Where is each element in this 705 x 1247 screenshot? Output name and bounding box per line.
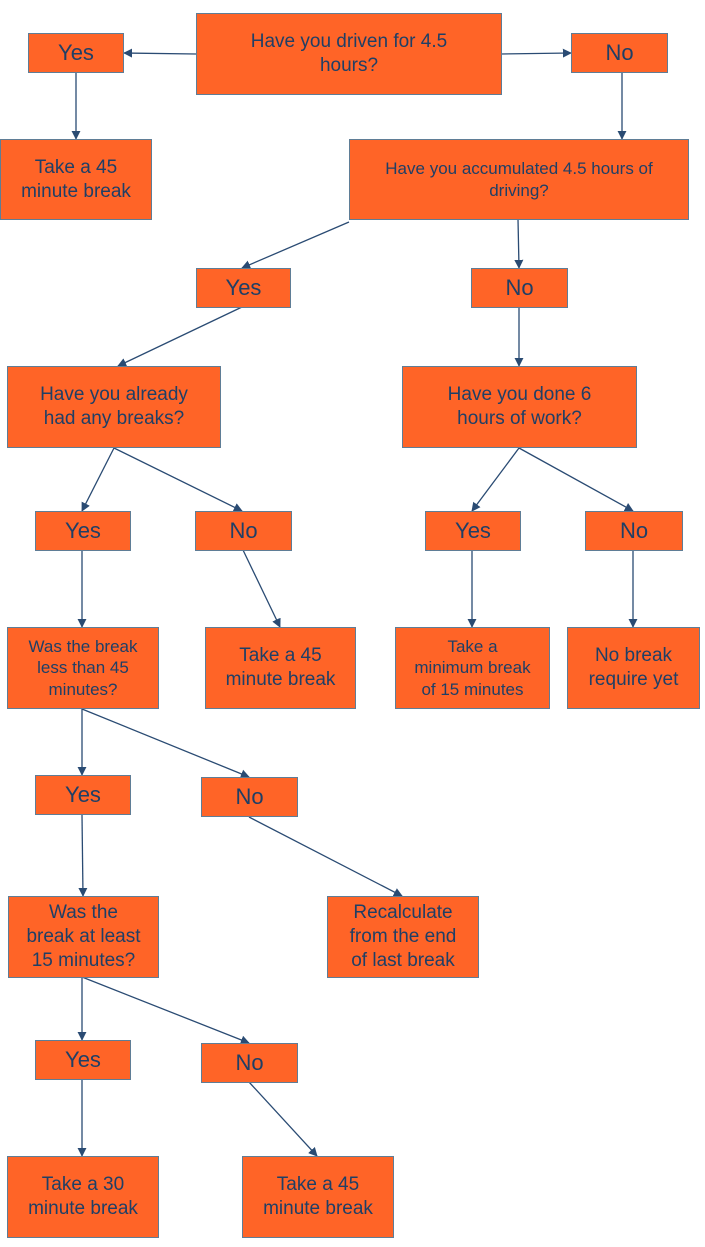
answer-no-already-breaks: No bbox=[195, 511, 292, 551]
answer-yes-accumulated: Yes bbox=[196, 268, 291, 308]
result-no-break-required: No break require yet bbox=[567, 627, 700, 709]
arrow-6hours-to-no bbox=[518, 447, 634, 512]
answer-no-at-least-15: No bbox=[201, 1043, 298, 1083]
result-take-45-minute-break-c: Take a 45 minute break bbox=[242, 1156, 394, 1238]
arrow-no6-to-break45 bbox=[248, 1081, 318, 1157]
result-minimum-break-15-minutes: Take a minimum break of 15 minutes bbox=[395, 627, 550, 709]
arrow-yes5-to-least15 bbox=[78, 814, 88, 897]
question-driven-4-5-hours: Have you driven for 4.5 hours? bbox=[196, 13, 502, 95]
arrow-already-to-no bbox=[113, 447, 243, 512]
arrow-accumulated-to-yes bbox=[241, 221, 350, 269]
question-done-6-hours-work: Have you done 6 hours of work? bbox=[402, 366, 637, 448]
result-take-30-minute-break: Take a 30 minute break bbox=[7, 1156, 159, 1238]
question-break-less-than-45: Was the break less than 45 minutes? bbox=[7, 627, 159, 709]
answer-no-accumulated: No bbox=[471, 268, 568, 308]
answer-yes-already-breaks: Yes bbox=[35, 511, 131, 551]
arrow-driven-to-yes bbox=[123, 48, 197, 58]
arrow-6hours-to-yes bbox=[471, 447, 520, 512]
arrow-yes2-to-already bbox=[117, 306, 243, 367]
arrow-already-to-yes bbox=[81, 447, 115, 512]
result-recalculate-from-last-break: Recalculate from the end of last break bbox=[327, 896, 479, 978]
answer-yes-driven: Yes bbox=[28, 33, 124, 73]
question-already-had-breaks: Have you already had any breaks? bbox=[7, 366, 221, 448]
answer-no-6-hours: No bbox=[585, 511, 683, 551]
arrow-driven-to-no bbox=[500, 48, 572, 58]
arrow-least15-to-no bbox=[81, 976, 250, 1045]
answer-yes-at-least-15: Yes bbox=[35, 1040, 131, 1080]
question-break-at-least-15: Was the break at least 15 minutes? bbox=[8, 896, 159, 978]
answer-yes-6-hours: Yes bbox=[425, 511, 521, 551]
answer-yes-less-45: Yes bbox=[35, 775, 131, 815]
result-take-45-minute-break-b: Take a 45 minute break bbox=[205, 627, 356, 709]
arrow-no5-to-recalc bbox=[248, 816, 403, 897]
answer-no-driven: No bbox=[571, 33, 668, 73]
result-take-45-minute-break-a: Take a 45 minute break bbox=[0, 139, 152, 220]
arrow-no3-to-break45 bbox=[242, 549, 281, 628]
arrow-less45-to-no bbox=[81, 708, 250, 779]
question-accumulated-4-5-hours: Have you accumulated 4.5 hours of drivin… bbox=[349, 139, 689, 220]
arrow-accumulated-to-no bbox=[514, 218, 524, 269]
answer-no-less-45: No bbox=[201, 777, 298, 817]
